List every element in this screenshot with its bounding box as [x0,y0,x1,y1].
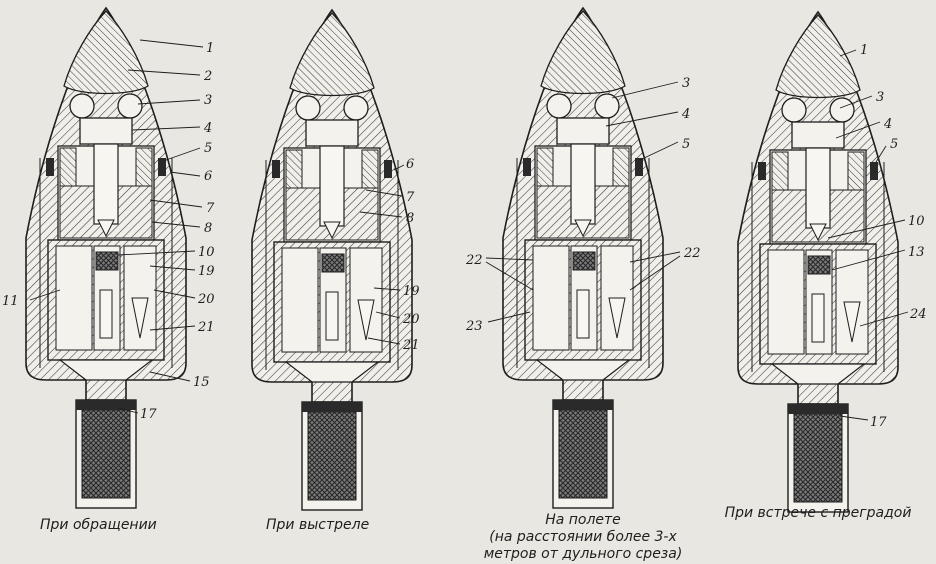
label-1: 1 [860,43,868,58]
caption-flight-line-2: (на расстоянии более 3-х [489,529,677,545]
label-22: 22 [683,246,701,261]
label-7: 7 [406,190,415,205]
label-21: 21 [197,320,215,335]
fuze-section-flight [502,7,664,509]
label-19: 19 [198,264,215,279]
label-10: 10 [908,214,925,229]
label-4: 4 [203,121,212,136]
label-3: 3 [876,90,884,105]
label-19: 19 [403,284,420,299]
fuze-section-impact [737,11,899,513]
label-8: 8 [204,221,212,236]
label-20: 20 [402,312,420,327]
label-22: 22 [465,253,483,268]
fuze-section-handling [25,7,187,509]
label-17: 17 [870,415,887,430]
label-17: 17 [140,407,157,422]
panel-2-labels: 6 7 8 19 20 21 [359,157,420,353]
label-3: 3 [204,93,212,108]
label-1: 1 [206,41,214,56]
caption-impact: При встрече с преградой [725,505,912,521]
label-5: 5 [890,137,898,152]
panel-3-labels: 3 4 5 22 22 23 [465,76,701,334]
label-15: 15 [193,375,210,390]
label-4: 4 [681,107,690,122]
label-21: 21 [402,338,420,353]
caption-flight-line-3: метров от дульного среза) [484,546,683,562]
label-11: 11 [2,294,19,309]
label-3: 3 [682,76,690,91]
label-4: 4 [883,117,892,132]
panel-1-labels: 1 2 3 4 5 6 7 8 10 19 11 20 21 15 17 [2,39,215,422]
label-5: 5 [682,137,690,152]
label-24: 24 [909,307,927,322]
caption-handling: При обращении [40,517,157,533]
label-23: 23 [465,319,483,334]
label-10: 10 [198,245,215,260]
caption-firing: При выстреле [266,517,369,533]
panel-4-labels: 1 3 4 5 10 13 24 17 [827,43,927,430]
label-7: 7 [206,201,215,216]
label-8: 8 [406,211,414,226]
label-5: 5 [204,141,212,156]
label-2: 2 [203,69,212,84]
label-20: 20 [197,292,215,307]
label-6: 6 [204,169,212,184]
fuze-section-firing [251,9,413,511]
label-13: 13 [908,245,925,260]
caption-flight-line-1: На полете [545,512,621,528]
label-6: 6 [406,157,414,172]
